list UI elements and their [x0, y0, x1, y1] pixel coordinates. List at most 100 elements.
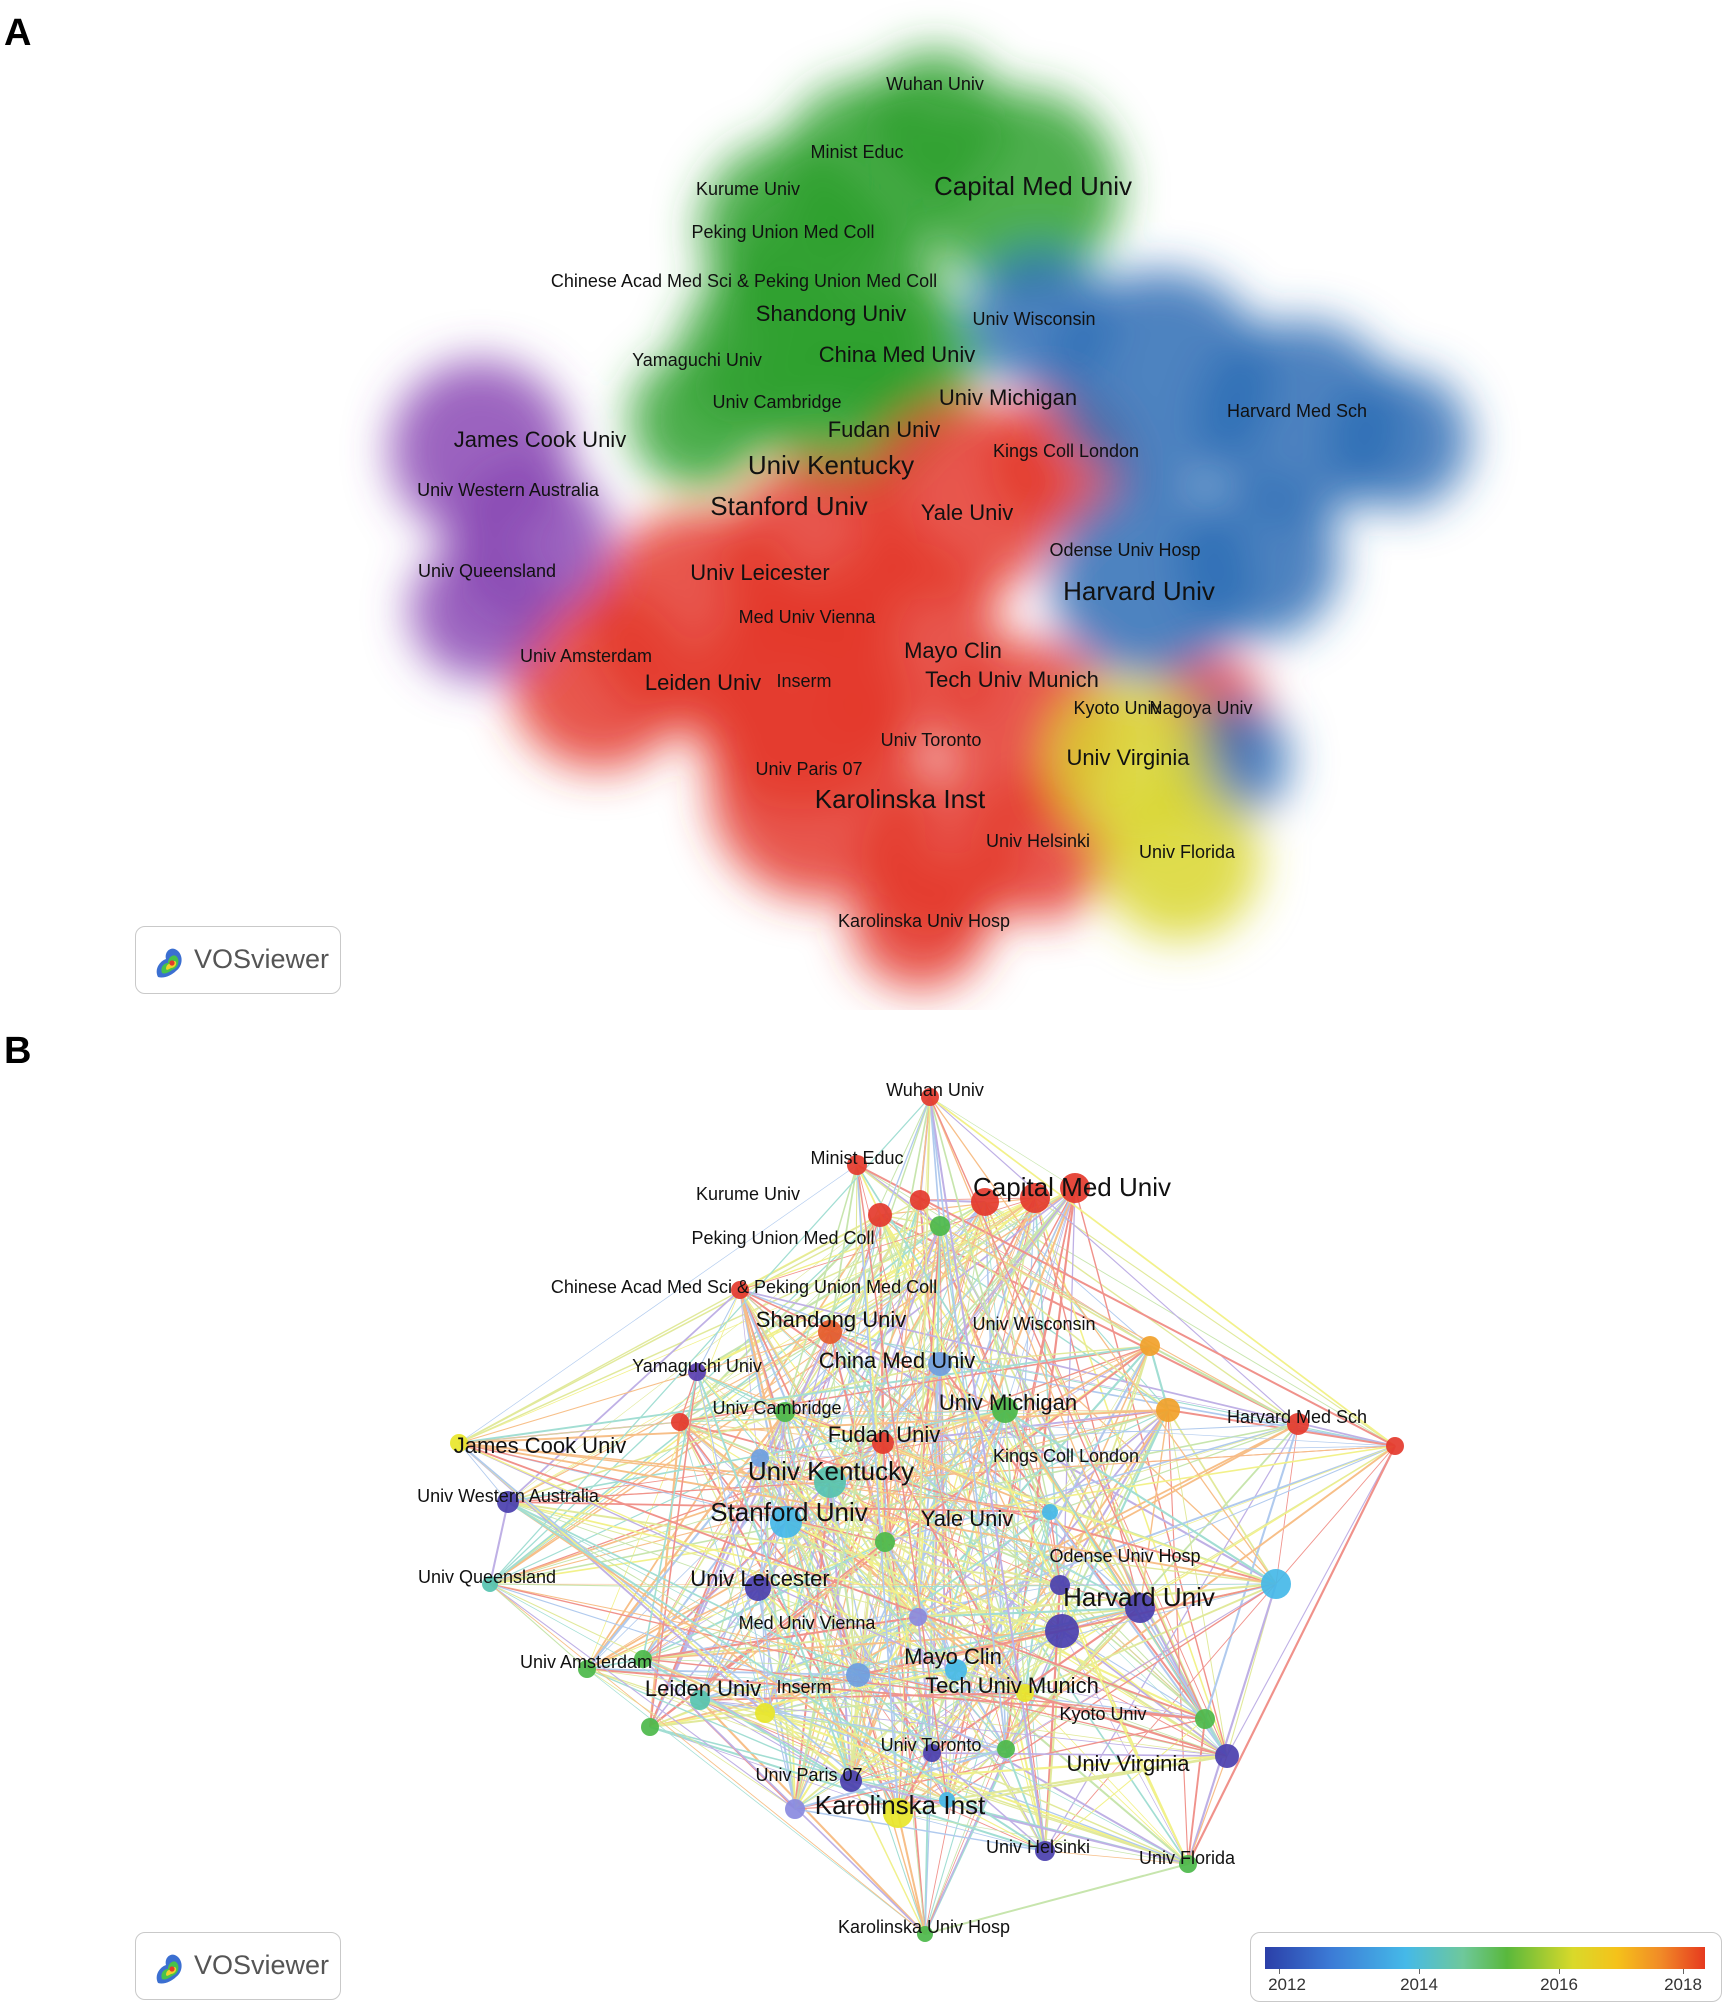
overlay-label-inserm: Inserm — [776, 1677, 831, 1697]
network-edge — [1004, 1409, 1277, 1585]
network-edge — [489, 1583, 1061, 1586]
density-label-cambridge: Univ Cambridge — [712, 392, 841, 412]
network-edge — [696, 1371, 1007, 1750]
network-edge — [699, 1699, 1007, 1750]
network-edge — [507, 1501, 1061, 1586]
network-edge — [897, 1812, 926, 1935]
density-blob — [850, 850, 990, 990]
density-label-yamaguchi: Yamaguchi Univ — [632, 350, 762, 370]
density-label-karolinska: Karolinska Inst — [815, 784, 986, 814]
network-node — [751, 1449, 769, 1467]
density-label-paris: Univ Paris 07 — [755, 759, 862, 779]
network-edge — [739, 1289, 1026, 1694]
overlay-label-harvard: Harvard Univ — [1063, 1582, 1215, 1612]
network-edge — [507, 1501, 1063, 1632]
network-edge — [784, 1411, 1396, 1447]
density-label-mayo: Mayo Clin — [904, 638, 1002, 663]
network-edge — [458, 1442, 509, 1503]
network-edge — [739, 1289, 831, 1483]
network-edge — [931, 1752, 1046, 1852]
network-edge — [586, 1668, 859, 1676]
network-edge — [1226, 1445, 1396, 1757]
network-node — [971, 1188, 999, 1216]
network-edge — [1024, 1511, 1051, 1694]
network-edge — [1167, 1409, 1277, 1585]
network-edge — [1061, 1630, 1228, 1757]
network-edge — [458, 1214, 881, 1444]
network-edge — [757, 1587, 926, 1935]
network-edge — [1139, 1409, 1169, 1609]
network-node — [745, 1575, 771, 1601]
network-edge — [757, 1583, 1277, 1589]
network-edge — [764, 1445, 1396, 1714]
network-edge — [458, 1164, 858, 1444]
network-edge — [850, 1511, 1051, 1782]
network-edge — [586, 1658, 644, 1670]
network-edge — [458, 1225, 941, 1444]
network-edge — [850, 1752, 933, 1782]
network-edge — [924, 1630, 1063, 1935]
panel-b-letter: B — [4, 1030, 32, 1072]
network-edge — [586, 1668, 796, 1810]
network-edge — [679, 1345, 1151, 1423]
network-node — [1125, 1593, 1155, 1623]
density-label-harvardmed: Harvard Med Sch — [1227, 401, 1367, 421]
density-label-leicester: Univ Leicester — [690, 560, 829, 585]
network-edge — [784, 1096, 931, 1413]
vosviewer-logo-icon — [156, 1954, 182, 1984]
network-node — [1060, 1173, 1090, 1203]
overlay-label-munich: Tech Univ Munich — [925, 1673, 1099, 1698]
network-edge — [739, 1289, 1396, 1447]
network-edge — [879, 1197, 1036, 1216]
network-node — [818, 1320, 842, 1344]
colorbar-label: 2018 — [1664, 1975, 1702, 1994]
network-edge — [879, 1214, 1169, 1411]
overlay-label-harvardmed: Harvard Med Sch — [1227, 1407, 1367, 1427]
network-edge — [929, 1096, 1007, 1750]
network-edge — [1074, 1187, 1228, 1757]
network-node — [1261, 1569, 1291, 1599]
network-node — [634, 1650, 652, 1668]
network-node — [1045, 1614, 1079, 1648]
network-edge — [507, 1409, 1169, 1503]
network-edge — [884, 1541, 1189, 1865]
density-label-toronto: Univ Toronto — [881, 730, 982, 750]
overlay-label-queensland: Univ Queensland — [418, 1567, 556, 1587]
network-edge — [489, 1457, 761, 1585]
network-edge — [759, 1457, 1189, 1865]
network-node — [910, 1190, 930, 1210]
overlay-label-chinese: Chinese Acad Med Sci & Peking Union Med … — [551, 1277, 937, 1297]
network-edge — [586, 1587, 759, 1670]
network-node — [688, 1363, 706, 1381]
network-edge — [757, 1363, 941, 1589]
network-edge — [696, 1371, 1141, 1609]
network-node — [923, 1744, 941, 1762]
network-edge — [919, 1199, 1151, 1347]
overlay-label-chinamed: China Med Univ — [819, 1348, 976, 1373]
network-edge — [1034, 1197, 1396, 1447]
network-edge — [917, 1096, 931, 1618]
density-label-amsterdam: Univ Amsterdam — [520, 646, 652, 666]
network-node — [1195, 1709, 1215, 1729]
colorbar-tick — [1683, 1969, 1684, 1974]
density-label-helsinki: Univ Helsinki — [986, 831, 1090, 851]
network-node — [578, 1660, 596, 1678]
density-label-capital: Capital Med Univ — [934, 171, 1132, 201]
network-edge — [757, 1587, 1007, 1750]
network-edge — [917, 1606, 1141, 1619]
network-edge — [884, 1096, 931, 1543]
network-edge — [699, 1699, 926, 1935]
network-edge — [882, 1442, 1277, 1585]
network-edge — [931, 1607, 1141, 1754]
network-edge — [489, 1331, 831, 1585]
network-edge — [489, 1445, 1396, 1585]
density-label-fudan: Fudan Univ — [828, 417, 941, 442]
network-edge — [489, 1583, 926, 1935]
network-edge — [929, 1096, 1076, 1189]
panel-a-letter: A — [4, 12, 32, 54]
network-node — [814, 1466, 846, 1498]
network-edge — [856, 1164, 948, 1801]
network-edge — [897, 1583, 1277, 1814]
overlay-label-wisconsin: Univ Wisconsin — [972, 1314, 1095, 1334]
network-edge — [699, 1699, 1228, 1757]
